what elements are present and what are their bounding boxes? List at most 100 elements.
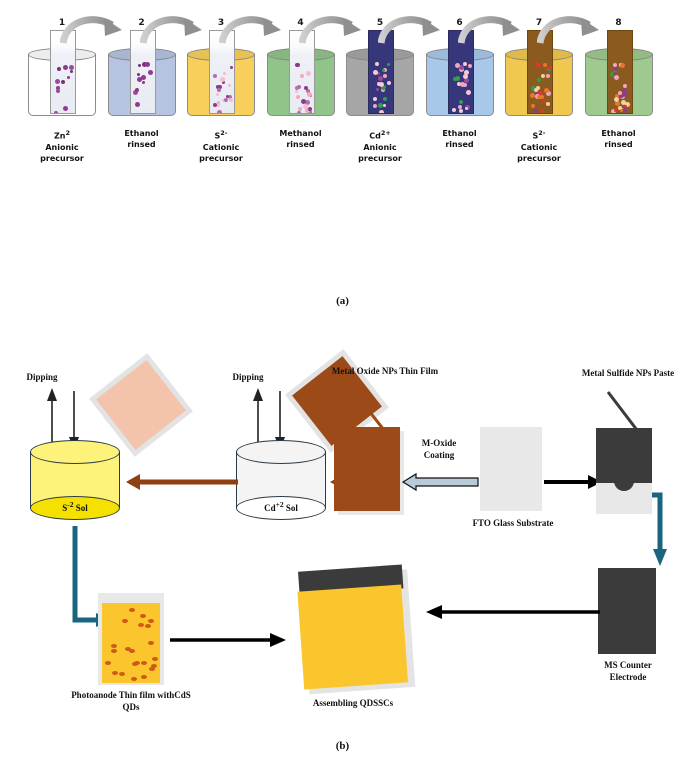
nanoparticle-dot [134,87,139,92]
nanoparticle-dot [376,81,381,86]
ms-paste-pointer-line [606,391,642,435]
cds-quantum-dot [112,671,119,676]
cd-sol-label: Cd+2 Sol [264,500,298,513]
nanoparticle-dot [624,101,630,107]
nanoparticle-dot [216,102,221,107]
nanoparticle-dot [534,88,539,93]
nanoparticle-dot [622,91,628,97]
nanoparticle-dot [140,75,146,81]
nanoparticle-dot [465,106,469,110]
nanoparticle-dot [456,82,461,87]
nanoparticle-dot [465,89,471,95]
transition-arrow-3 [219,13,293,44]
nanoparticle-dot [221,80,225,84]
cds-quantum-dot [110,644,117,649]
nanoparticle-dot [539,95,544,100]
transition-arrow-6 [457,13,532,44]
beaker [346,30,414,120]
substrate-slide [447,30,474,114]
nanoparticle-dot [453,77,458,82]
s-sol-container: S-2 Sol [30,440,120,526]
cds-quantum-dot [139,613,146,618]
transition-arrow-5 [378,13,452,44]
nanoparticle-dot [304,99,310,105]
nanoparticle-dot [618,106,623,111]
nanoparticle-dot [623,83,628,88]
nanoparticle-dot [373,104,378,109]
nanoparticle-dot [382,96,387,101]
nanoparticle-dot [624,105,628,109]
nanoparticle-dot [537,95,542,100]
nanoparticle-dot [459,82,465,88]
nanoparticle-dot [68,64,74,70]
transition-arrow-7 [537,13,611,44]
cd-sol-container: Cd+2 Sol [236,440,326,526]
nanoparticle-dot [620,99,626,105]
m-oxide-coating-label-line1: M-Oxide [421,438,457,448]
photoanode-label-line1: Photoanode Thin film withCdS [71,690,191,700]
beaker [584,30,653,120]
nanoparticle-dot [133,90,139,96]
nanoparticle-dot [455,76,461,82]
nanoparticle-dot [303,103,309,109]
substrate-slide [129,30,156,114]
nanoparticle-dot [532,109,538,113]
nanoparticle-dot [538,91,544,97]
nanoparticle-dot [306,88,311,93]
panel-b-qdssc-fabrication: Dipping Dipping S-2 Sol [0,330,685,777]
arrow-cd-to-s [126,474,238,490]
nanoparticle-dot [295,94,300,99]
nanoparticle-dot [297,110,302,113]
substrate-slide [209,30,235,114]
nanoparticle-dot [217,87,222,92]
cds-quantum-dot [148,618,155,623]
arrow-photoanode-to-assembly [170,633,286,647]
nanoparticle-dot [228,98,233,103]
nanoparticle-dot [141,61,147,67]
nanoparticle-dot [620,63,626,69]
s-sol-label: S-2 Sol [62,500,88,513]
nanoparticle-dot [376,71,380,75]
nanoparticle-dot [134,102,140,108]
step-number: 4 [297,18,304,28]
nanoparticle-dot [225,94,229,98]
arrow-electrode-to-assembly [426,605,600,619]
nanoparticle-dot [620,109,624,113]
nanoparticle-dot [462,83,467,88]
photoanode-label-line2: QDs [122,702,140,712]
nanoparticle-dot [303,85,308,90]
nanoparticle-dot [530,103,535,108]
nanoparticle-dot [224,97,229,102]
cds-quantum-dot [140,674,147,679]
nanoparticle-dot [306,71,312,77]
nanoparticle-dot [229,65,233,69]
nanoparticle-dot [545,91,551,97]
nanoparticle-dot [618,92,624,98]
cds-quantum-dot [145,624,152,629]
nanoparticle-dot [543,63,548,68]
beaker [266,30,335,120]
nanoparticle-dot [536,78,541,83]
nanoparticle-dot [383,68,388,73]
nanoparticle-dot [381,69,385,73]
nanoparticle-dot [612,65,618,71]
fto-label: FTO Glass Substrate [472,518,554,528]
metal-sulfide-paste-label: Metal Sulfide NPs Paste [581,368,675,378]
cds-quantum-dot [148,640,155,645]
nanoparticle-dot [377,76,383,81]
step-number: 3 [217,18,225,28]
nanoparticle-dot [613,72,617,76]
nanoparticle-dot [217,100,221,104]
beaker [505,30,573,120]
nanoparticle-dot [373,69,379,75]
nanoparticle-dot [57,67,62,72]
nanoparticle-dot [216,93,220,97]
dipping-label-cd-sol: Dipping [232,372,264,382]
nanoparticle-dot [535,62,540,67]
